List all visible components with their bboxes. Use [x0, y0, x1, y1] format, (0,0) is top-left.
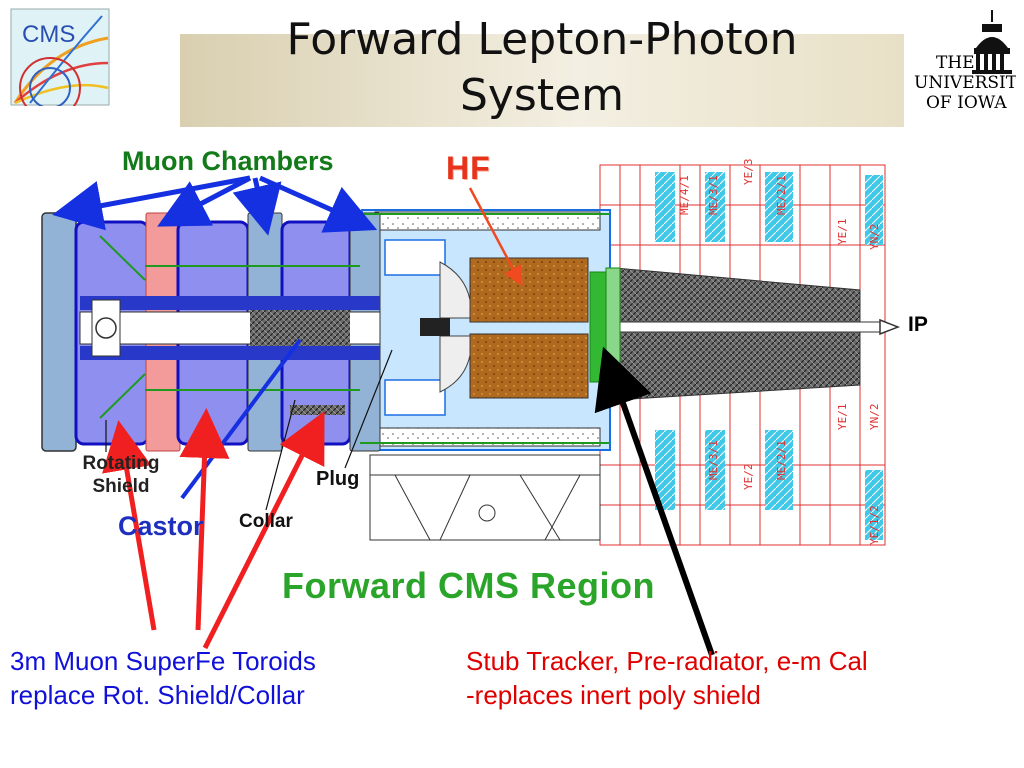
svg-text:ME/3/1: ME/3/1	[707, 175, 720, 215]
collar-label: Collar	[239, 511, 293, 532]
toroid-note: 3m Muon SuperFe Toroids replace Rot. Shi…	[10, 646, 316, 710]
svg-text:YE/1: YE/1	[836, 219, 849, 246]
svg-text:ME/4/1: ME/4/1	[678, 175, 691, 215]
old-capitol-icon: THE UNIVERSITY OF IOWA	[914, 10, 1016, 113]
svg-text:YE/1: YE/1	[836, 404, 849, 431]
plug-pointer	[344, 349, 393, 469]
ip-arrow-icon	[879, 318, 901, 336]
title-band	[180, 34, 904, 127]
muon-chamber-arrows	[52, 175, 378, 236]
muon-chambers-label: Muon Chambers	[122, 146, 334, 176]
svg-text:ME/3/1: ME/3/1	[707, 440, 720, 480]
stub-tracker-note: Stub Tracker, Pre-radiator, e-m Cal -rep…	[466, 646, 868, 710]
svg-text:YE/3: YE/3	[742, 159, 755, 186]
svg-text:YE/2: YE/2	[742, 464, 755, 491]
svg-text:UNIVERSITY: UNIVERSITY	[914, 73, 1016, 93]
hf-housing	[361, 209, 621, 451]
svg-text:THE: THE	[936, 53, 975, 73]
hatched-cone	[614, 267, 861, 401]
region-label: Forward CMS Region	[282, 565, 656, 606]
stub-tracker-arrow	[594, 346, 715, 656]
svg-text:OF IOWA: OF IOWA	[926, 93, 1007, 113]
svg-text:YE/1/2: YE/1/2	[868, 505, 881, 545]
castor-label: Castor	[118, 511, 204, 541]
plug-label: Plug	[316, 468, 360, 490]
support-structure	[369, 454, 601, 541]
ip-label: IP	[908, 313, 928, 336]
toroid-arrows	[102, 408, 325, 650]
muon-toroids	[41, 212, 610, 452]
cms-logo-icon: CMS	[10, 8, 110, 106]
svg-text:ME/2/1: ME/2/1	[775, 175, 788, 215]
rotating-shield-label: Rotating Shield	[82, 453, 160, 497]
svg-text:CMS: CMS	[22, 21, 75, 48]
detector-tags: ME/4/1 ME/3/1 YE/3 ME/2/1 YE/1 YN/2 ME/3…	[678, 159, 881, 546]
svg-text:YN/2: YN/2	[868, 224, 881, 251]
page-title: Forward Lepton-Photon System	[286, 14, 798, 121]
svg-text:YN/2: YN/2	[868, 404, 881, 431]
hf-pointer	[468, 187, 523, 287]
hf-label: HF	[446, 150, 491, 186]
svg-text:ME/2/1: ME/2/1	[775, 440, 788, 480]
